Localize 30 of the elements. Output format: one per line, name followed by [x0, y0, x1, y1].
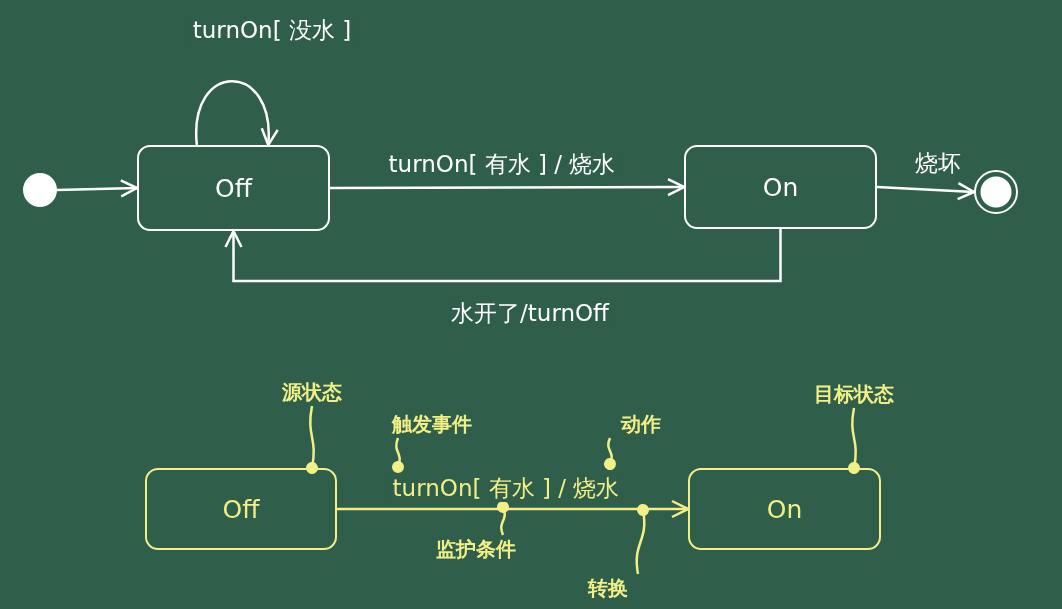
- edge-label: 烧坏: [912, 149, 964, 177]
- state-box: [137, 145, 330, 231]
- self-loop-arrow: [195, 80, 278, 147]
- leader-line: [635, 504, 649, 575]
- edge-label: 水开了/turnOff: [448, 299, 612, 327]
- state-box: [684, 145, 877, 229]
- annotation-text: 动作: [610, 410, 672, 438]
- transition-arrow: [56, 179, 139, 198]
- state-name: On: [766, 494, 803, 524]
- transition-arrow: [337, 499, 690, 519]
- final-state-circle: [974, 170, 1018, 214]
- annotation-text: 源状态: [280, 378, 344, 406]
- leader-line: [392, 437, 404, 473]
- transition-arrow: [876, 181, 976, 201]
- transition-arrow: [224, 229, 782, 283]
- leader-line: [306, 405, 318, 474]
- state-name: Off: [215, 173, 252, 203]
- state-name: On: [762, 172, 799, 202]
- state-box: [688, 468, 881, 550]
- initial-state-dot: [23, 173, 57, 207]
- leader-line: [848, 407, 860, 474]
- leader-line: [497, 501, 509, 536]
- state-box: [145, 468, 337, 550]
- annotation-text: 转换: [578, 574, 638, 602]
- annotation-text: 目标状态: [798, 380, 910, 408]
- leader-line: [604, 437, 616, 470]
- annotation-text: 监护条件: [418, 535, 534, 563]
- state-name: Off: [222, 494, 260, 524]
- annotation-text: 触发事件: [374, 410, 490, 438]
- transition-arrow: [330, 177, 686, 197]
